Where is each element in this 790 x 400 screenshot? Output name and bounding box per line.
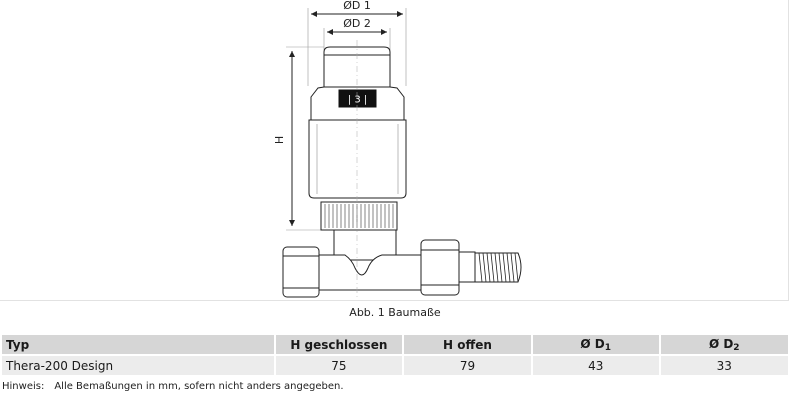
- cell-h-closed: 75: [275, 354, 405, 375]
- spec-table: Typ H geschlossen H offen Ø D1 Ø D2 Ther…: [2, 335, 788, 375]
- note-text: Alle Bemaßungen in mm, sofern nicht ande…: [54, 381, 344, 392]
- col-header-typ: Typ: [2, 335, 276, 354]
- valve-body: [282, 229, 476, 298]
- d1-header-sub: 1: [604, 342, 611, 353]
- valve-dimension-drawing: ØD 1 ØD 2 H | 3 |: [273, 0, 522, 300]
- d2-header-sub: 2: [733, 342, 740, 353]
- knob-scale-window: | 3 |: [338, 89, 377, 108]
- thermostat-head: [308, 46, 407, 199]
- note-label: Hinweis:: [2, 381, 45, 392]
- d2-dimension: ØD 2: [323, 17, 391, 50]
- d2-header-prefix: Ø D: [708, 336, 734, 351]
- knurled-nut: [320, 201, 398, 231]
- d2-label: ØD 2: [343, 17, 371, 30]
- cell-d1: 43: [532, 354, 661, 375]
- cell-d2: 33: [660, 354, 788, 375]
- note: Hinweis: Alle Bemaßungen in mm, sofern ni…: [2, 381, 344, 392]
- d1-header-prefix: Ø D: [580, 336, 605, 351]
- figure-caption: Abb. 1 Baumaße: [349, 306, 441, 319]
- col-header-d1: Ø D1: [532, 335, 661, 354]
- table-row: Thera-200 Design 75 79 43 33: [2, 354, 788, 375]
- figure-frame: [0, 0, 789, 301]
- table-header-row: Typ H geschlossen H offen Ø D1 Ø D2: [2, 335, 788, 354]
- thread-connector: [474, 252, 522, 283]
- cell-h-open: 79: [404, 354, 533, 375]
- col-header-h-open: H offen: [404, 335, 533, 354]
- col-header-d2: Ø D2: [660, 335, 788, 354]
- knob-scale-text: | 3 |: [348, 95, 367, 106]
- h-label: H: [273, 136, 286, 144]
- col-header-h-closed: H geschlossen: [275, 335, 405, 354]
- d1-label: ØD 1: [343, 0, 371, 12]
- h-dimension: H: [273, 46, 324, 231]
- cell-typ: Thera-200 Design: [2, 354, 276, 375]
